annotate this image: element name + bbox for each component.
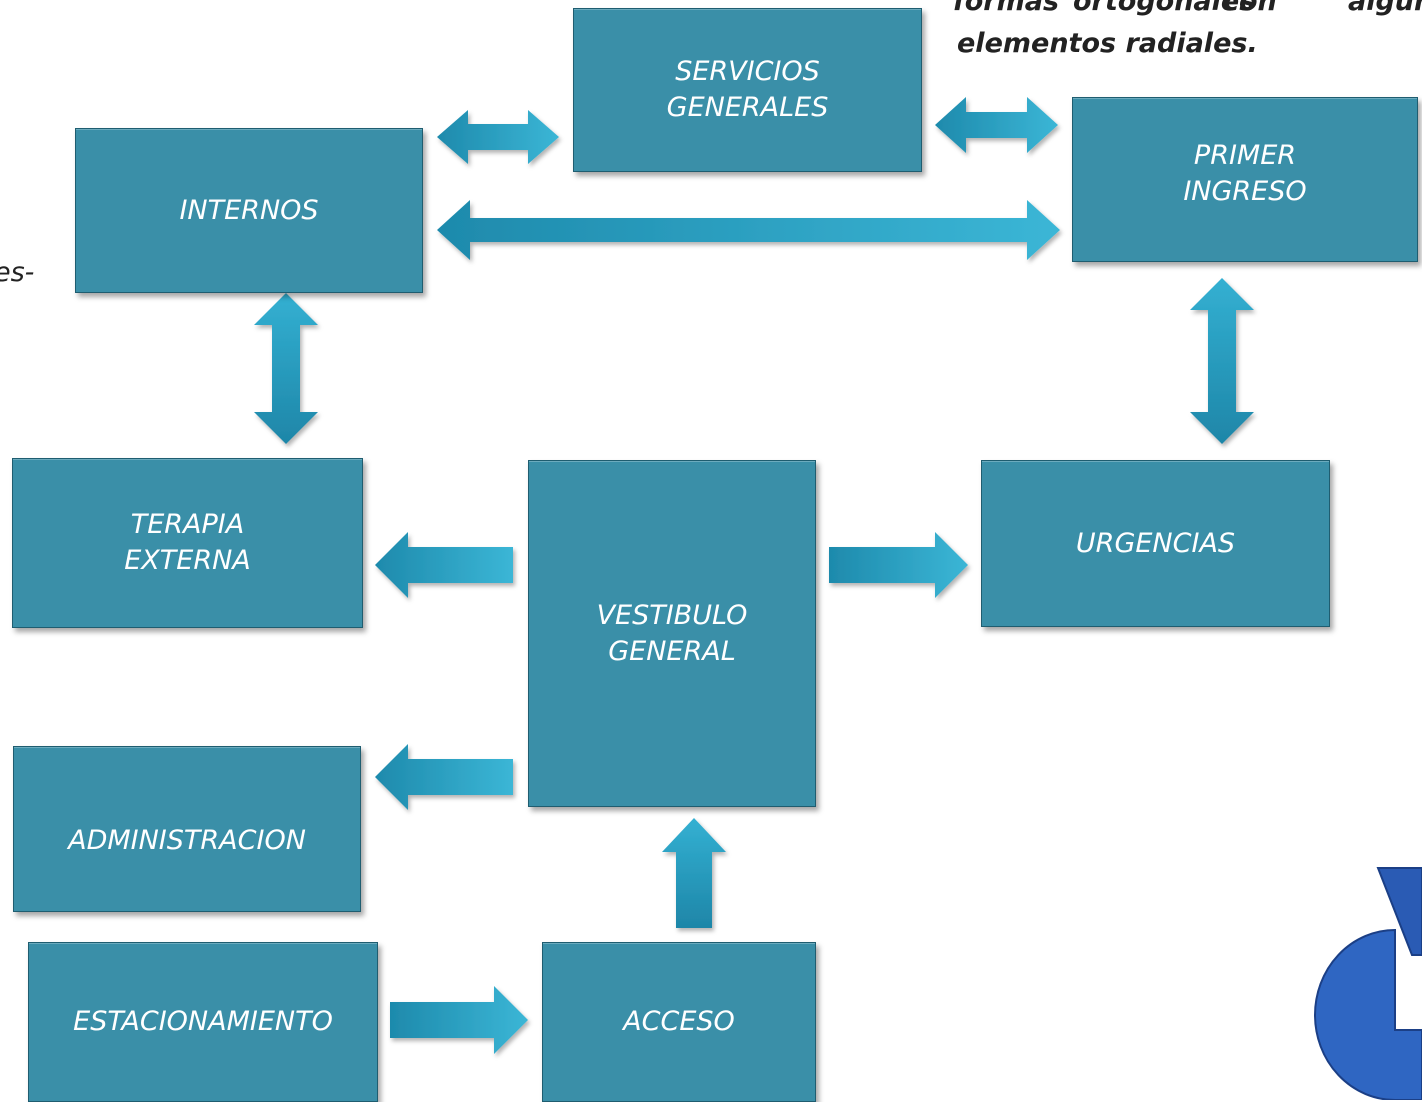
caption-word: ortogonales bbox=[1073, 0, 1256, 17]
arrow-servicios-primer-ingreso bbox=[935, 97, 1058, 153]
left-fragment: es- bbox=[0, 257, 35, 288]
arrow-vestibulo-urgencias bbox=[829, 532, 968, 598]
terapia-externa-label: TERAPIA EXTERNA bbox=[124, 509, 251, 576]
estacionamiento-box: ESTACIONAMIENTO bbox=[28, 942, 378, 1102]
estacionamiento-label: ESTACIONAMIENTO bbox=[73, 1006, 333, 1037]
logo-pie-icon bbox=[1314, 867, 1422, 1100]
primer-ingreso-label: PRIMER INGRESO bbox=[1183, 140, 1307, 207]
acceso-label: ACCESO bbox=[623, 1006, 735, 1037]
arrow-vestibulo-administracion bbox=[375, 744, 513, 810]
urgencias-label: URGENCIAS bbox=[1075, 527, 1236, 559]
arrow-acceso-vestibulo bbox=[662, 818, 726, 928]
servicios-generales-label: SERVICIOS GENERALES bbox=[666, 56, 829, 123]
urgencias-box: URGENCIAS bbox=[981, 460, 1330, 627]
caption-line-2: elementos radiales. bbox=[957, 28, 1258, 59]
caption-word: formas bbox=[953, 0, 1060, 17]
arrow-internos-servicios bbox=[437, 110, 559, 164]
administracion-box: ADMINISTRACION bbox=[13, 746, 361, 912]
arrow-internos-terapia bbox=[254, 293, 318, 444]
internos-label: INTERNOS bbox=[179, 194, 319, 226]
internos-box: INTERNOS bbox=[75, 128, 423, 293]
terapia-externa-box: TERAPIA EXTERNA bbox=[12, 458, 363, 628]
caption-word: algun bbox=[1348, 0, 1422, 17]
arrow-primer-ingreso-urgencias bbox=[1190, 278, 1254, 444]
vestibulo-general-label: VESTIBULO GENERAL bbox=[596, 599, 748, 667]
arrow-internos-primer-ingreso bbox=[437, 200, 1060, 260]
acceso-box: ACCESO bbox=[542, 942, 816, 1102]
vestibulo-general-box: VESTIBULO GENERAL bbox=[528, 460, 816, 807]
caption-word: con bbox=[1223, 0, 1277, 17]
administracion-label: ADMINISTRACION bbox=[68, 825, 306, 856]
servicios-generales-box: SERVICIOS GENERALES bbox=[573, 8, 922, 172]
arrow-estacionamiento-acceso bbox=[390, 986, 528, 1054]
primer-ingreso-box: PRIMER INGRESO bbox=[1072, 97, 1418, 262]
arrow-vestibulo-terapia bbox=[375, 532, 513, 598]
